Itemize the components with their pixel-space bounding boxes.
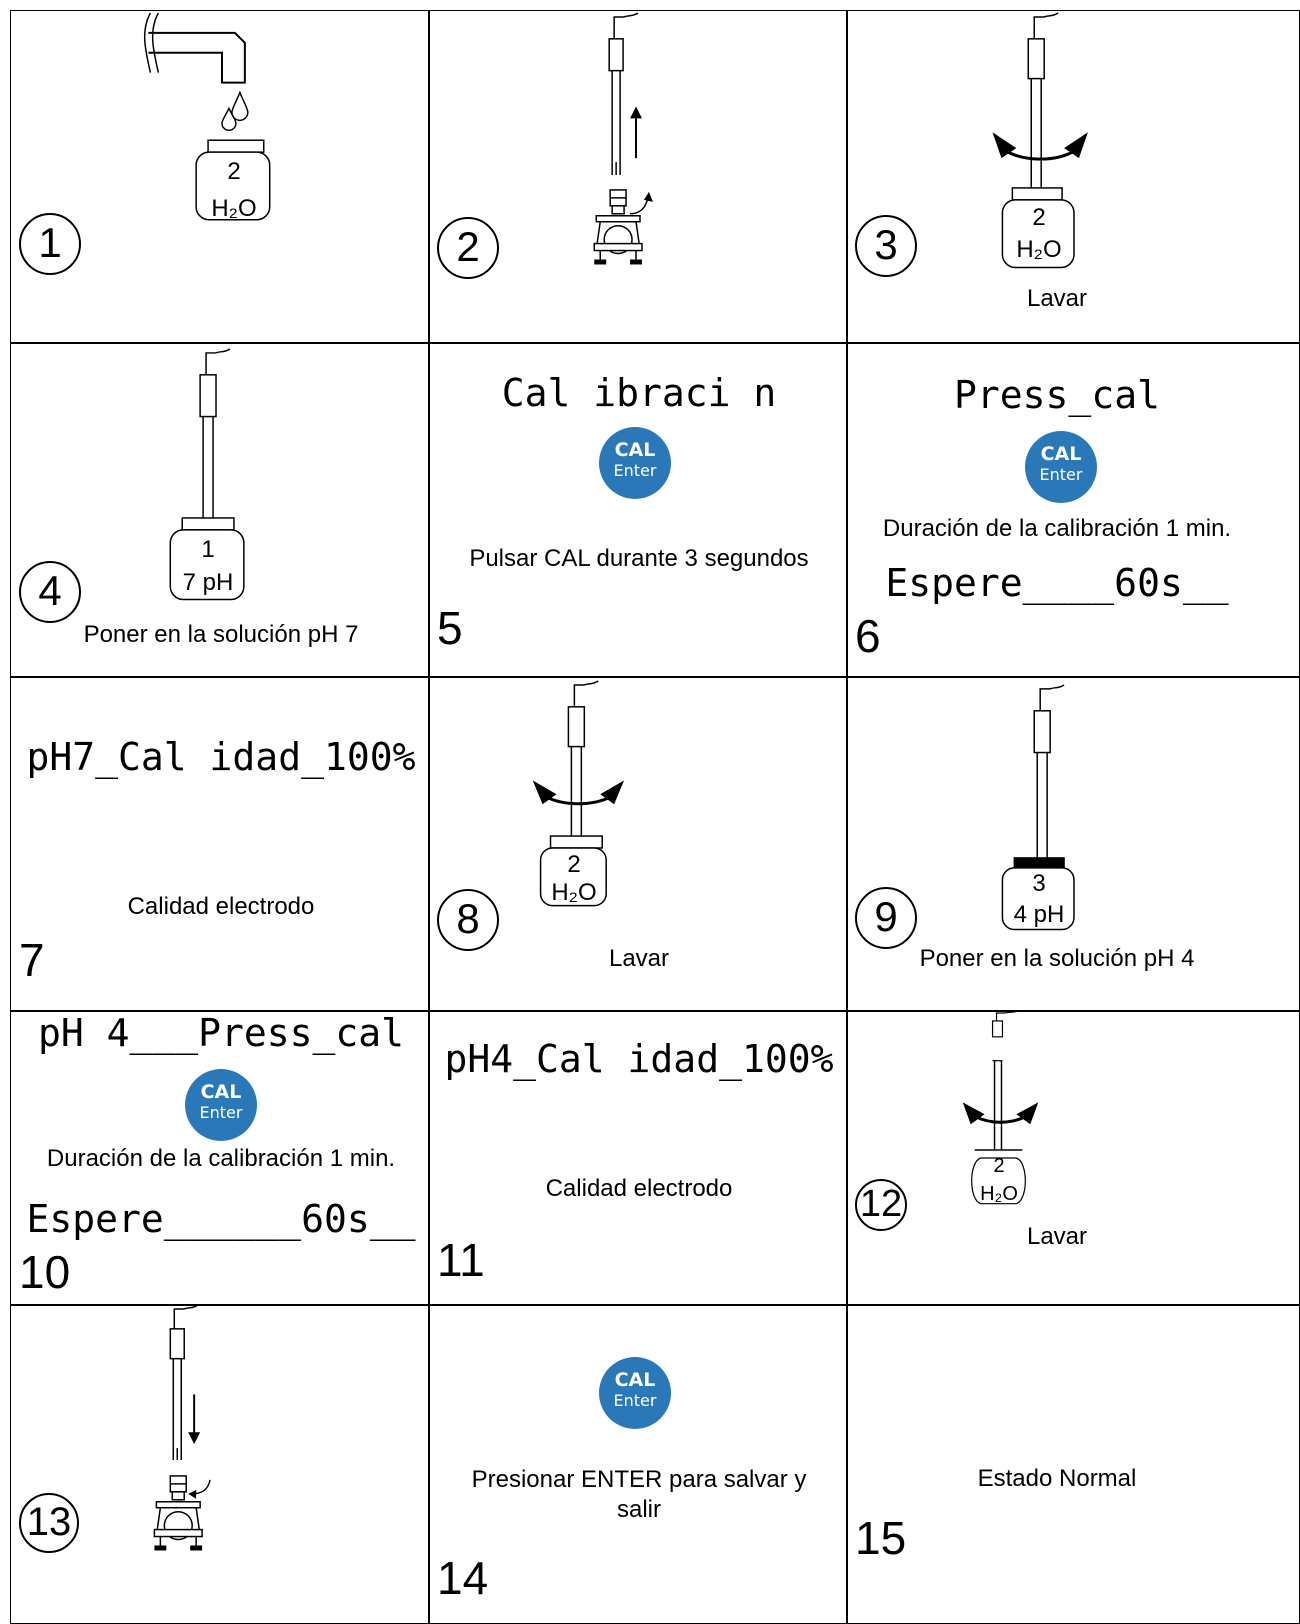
faucet-water-illustration [143, 12, 271, 221]
step-8-cell: 2 H₂O 8 Lavar [428, 676, 848, 1012]
bottle-label: 7 pH [182, 569, 234, 596]
step-caption: Lavar [1026, 285, 1088, 312]
bottle-label: H₂O [211, 195, 257, 222]
button-label-top: CAL [1040, 443, 1082, 465]
button-label-top: CAL [200, 1081, 242, 1103]
electrode-in-ph4-illustration [1001, 684, 1075, 931]
step-number: 3 [855, 215, 917, 277]
bottle-number: 2 [993, 1155, 1005, 1177]
bottle-label: H₂O [1016, 236, 1062, 263]
step-number: 15 [855, 1512, 907, 1564]
step-2-cell: 2 [428, 10, 848, 344]
display-text: pH 4___Press_cal [37, 1011, 405, 1055]
display-text: Cal ibraci n [501, 371, 777, 415]
step-number: 4 [19, 561, 81, 623]
rinse-electrode-illustration [962, 1011, 1039, 1205]
step-15-cell: Estado Normal 15 [846, 1304, 1300, 1624]
wait-text: Espere____60s__ [885, 561, 1229, 605]
step-number: 1 [19, 213, 81, 275]
button-label-bottom: Enter [613, 1391, 657, 1410]
step-number: 8 [437, 889, 499, 951]
step-1-cell: 2 H₂O 1 [10, 10, 430, 344]
button-label-bottom: Enter [1039, 465, 1083, 484]
rinse-electrode-illustration [532, 680, 625, 907]
step-caption: Poner en la solución pH 7 [83, 621, 359, 648]
step-number: 6 [855, 610, 881, 662]
step-3-cell: 2 H₂O 3 Lavar [846, 10, 1300, 344]
step-caption: Estado Normal [977, 1465, 1137, 1492]
bottle-number: 2 [1032, 204, 1046, 231]
step-14-cell: CAL Enter Presionar ENTER para salvar y … [428, 1304, 848, 1624]
step-caption: Lavar [1026, 1223, 1088, 1250]
step-caption: Lavar [608, 945, 670, 972]
step-caption: Presionar ENTER para salvar y salir [471, 1466, 807, 1523]
bottle-number: 1 [201, 536, 215, 563]
step-number: 12 [855, 1179, 907, 1231]
display-text: Press_cal [954, 373, 1160, 417]
step-5-cell: Cal ibraci n CAL Enter Pulsar CAL durant… [428, 342, 848, 678]
step-number: 10 [19, 1246, 71, 1298]
rinse-electrode-illustration [992, 12, 1088, 269]
insert-electrode-illustration [153, 1305, 211, 1551]
step-caption: Duración de la calibración 1 min. [882, 515, 1232, 542]
step-caption: Poner en la solución pH 4 [919, 945, 1195, 972]
step-caption: Pulsar CAL durante 3 segundos [469, 545, 809, 572]
cal-enter-button: CAL Enter [599, 1357, 671, 1429]
wait-text: Espere______60s__ [26, 1197, 416, 1241]
step-number: 5 [437, 602, 463, 654]
display-text: pH4_Cal idad_100% [444, 1037, 834, 1081]
step-number: 11 [437, 1234, 485, 1286]
bottle-label: 4 pH [1013, 901, 1065, 928]
cal-enter-button: CAL Enter [1025, 431, 1097, 503]
calibration-steps-grid: 2 H₂O 1 2 [10, 10, 1300, 1624]
bottle-number: 2 [567, 851, 581, 878]
remove-electrode-illustration [593, 12, 653, 265]
step-12-cell: 2 H₂O 12 Lavar [846, 1010, 1300, 1306]
button-label-bottom: Enter [199, 1103, 243, 1122]
step-9-cell: 3 4 pH 9 Poner en la solución pH 4 [846, 676, 1300, 1012]
step-number: 13 [19, 1493, 79, 1553]
step-number: 9 [855, 887, 917, 949]
step-4-cell: 1 7 pH 4 Poner en la solución pH 7 [10, 342, 430, 678]
step-7-cell: pH7_Cal idad_100% Calidad electrodo 7 [10, 676, 430, 1012]
button-label-bottom: Enter [613, 461, 657, 480]
cal-enter-button: CAL Enter [185, 1069, 257, 1141]
step-caption: Duración de la calibración 1 min. [46, 1145, 396, 1172]
step-caption: Calidad electrodo [127, 893, 315, 920]
step-13-cell: 13 [10, 1304, 430, 1624]
cal-enter-button: CAL Enter [599, 427, 671, 499]
electrode-in-ph7-illustration [169, 348, 245, 601]
button-label-top: CAL [614, 439, 656, 461]
step-10-cell: pH 4___Press_cal CAL Enter Duración de l… [10, 1010, 430, 1306]
button-label-top: CAL [614, 1369, 656, 1391]
bottle-label: H₂O [980, 1183, 1018, 1205]
step-6-cell: Press_cal CAL Enter Duración de la calib… [846, 342, 1300, 678]
step-number: 2 [437, 217, 499, 279]
step-number: 14 [437, 1552, 489, 1604]
display-text: pH7_Cal idad_100% [26, 735, 416, 779]
bottle-label: H₂O [551, 879, 597, 906]
bottle-number: 2 [227, 158, 241, 185]
bottle-number: 3 [1032, 870, 1046, 897]
step-caption: Calidad electrodo [545, 1175, 733, 1202]
step-number: 7 [19, 934, 45, 986]
step-11-cell: pH4_Cal idad_100% Calidad electrodo 11 [428, 1010, 848, 1306]
